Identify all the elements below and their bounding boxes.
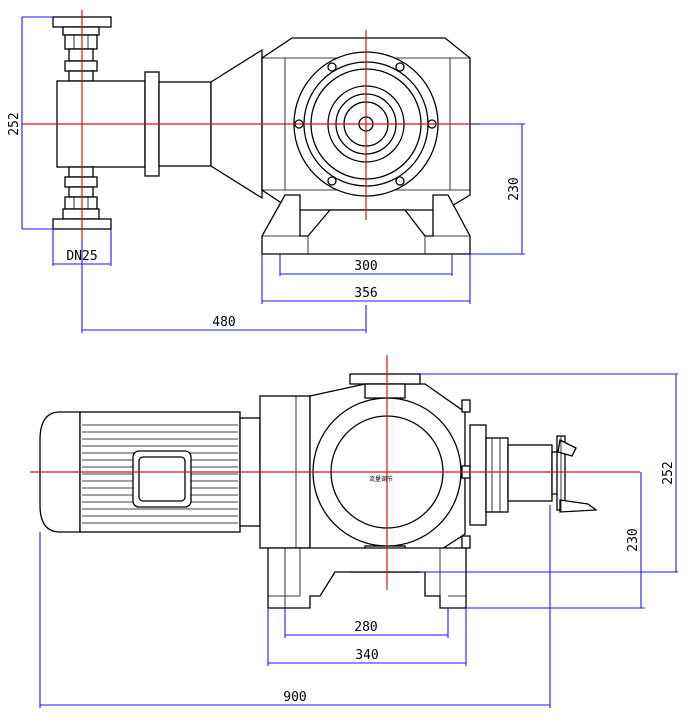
dim-bottom-280: 280 (354, 620, 377, 635)
dim-top-356: 356 (354, 286, 377, 301)
top-centerlines (22, 10, 480, 240)
bottom-view: 流量调节 (30, 355, 678, 708)
dim-bottom-900: 900 (283, 690, 306, 705)
nameplate-label: 流量调节 (369, 475, 393, 483)
pump-head-assembly (52, 16, 146, 230)
dim-top-252: 252 (7, 112, 22, 135)
dim-top-480: 480 (212, 315, 235, 330)
dim-top-300: 300 (354, 259, 377, 274)
gear-housing: 流量调节 (259, 373, 471, 573)
dim-top-230: 230 (507, 177, 522, 200)
dim-bottom-340: 340 (355, 648, 378, 663)
base (267, 547, 467, 609)
top-view: 252 DN25 230 300 356 480 (7, 10, 525, 333)
bottom-dimensions: 252 230 280 340 900 (39, 373, 678, 708)
dim-bottom-252: 252 (661, 461, 676, 484)
bottom-centerlines (30, 355, 640, 590)
top-dimensions: 252 DN25 230 300 356 480 (7, 16, 525, 333)
dim-bottom-230: 230 (626, 528, 641, 551)
stroke-adjuster (469, 424, 598, 526)
